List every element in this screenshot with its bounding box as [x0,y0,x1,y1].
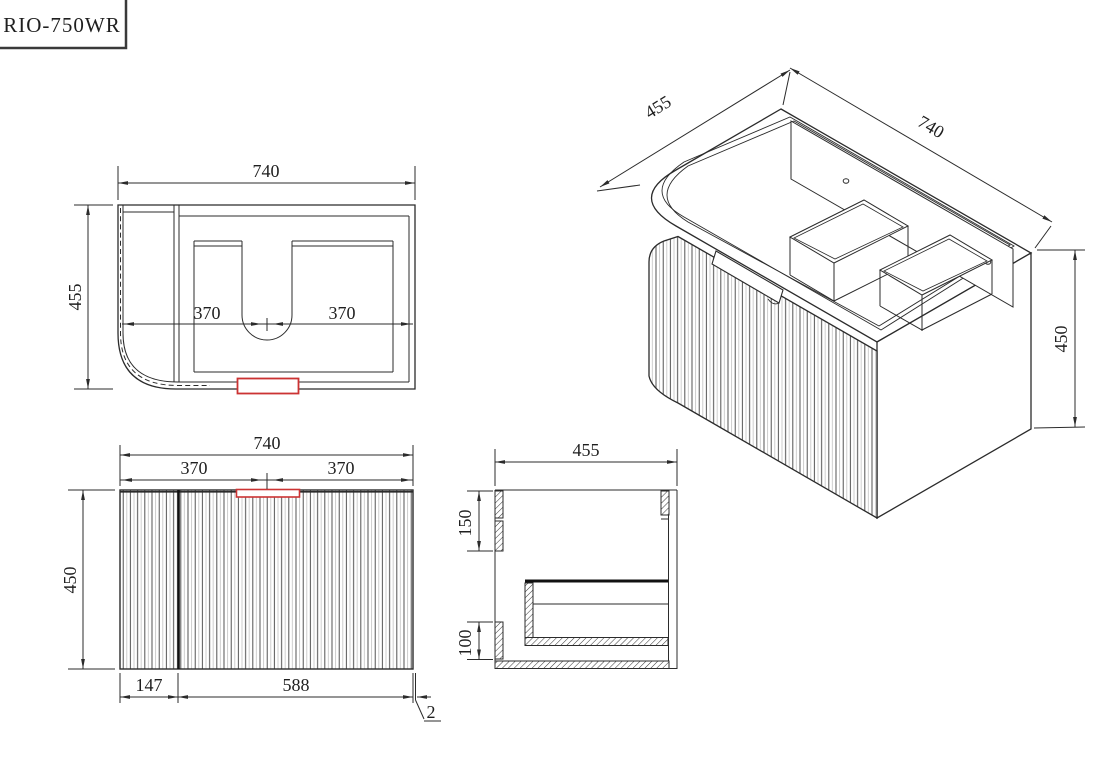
plan-depth-dim: 455 [65,284,85,311]
iso-width-dim: 740 [914,111,947,142]
handle-highlight-plan [236,377,300,395]
model-label-box: RIO-750WR [0,0,128,50]
plan-basin-right-dim: 370 [329,303,356,323]
isometric-view: 455 740 450 [596,67,1086,520]
front-span-right-dim: 370 [328,458,355,478]
front-width-dim: 740 [254,433,281,453]
plan-width-dim: 740 [253,161,280,181]
iso-height-dim: 450 [1051,326,1071,353]
handle-highlight-front [235,488,301,498]
iso-depth-dim: 455 [641,91,674,122]
front-height-dim: 450 [60,567,80,594]
front-span-left-dim: 370 [181,458,208,478]
front-side-panel-dim: 147 [136,675,163,695]
model-number-label: RIO-750WR [3,13,121,37]
section-kick-dim: 100 [455,630,475,657]
section-view: 455 150 100 [455,440,678,669]
front-edge-gap-dim: 2 [427,702,436,722]
plan-basin-left-dim: 370 [194,303,221,323]
section-top-rail-dim: 150 [455,510,475,537]
plan-view: 370 370 740 455 [65,161,416,395]
front-door-width-dim: 588 [283,675,310,695]
front-view: 740 370 370 450 147 588 2 [60,433,441,722]
section-depth-dim: 455 [573,440,600,460]
